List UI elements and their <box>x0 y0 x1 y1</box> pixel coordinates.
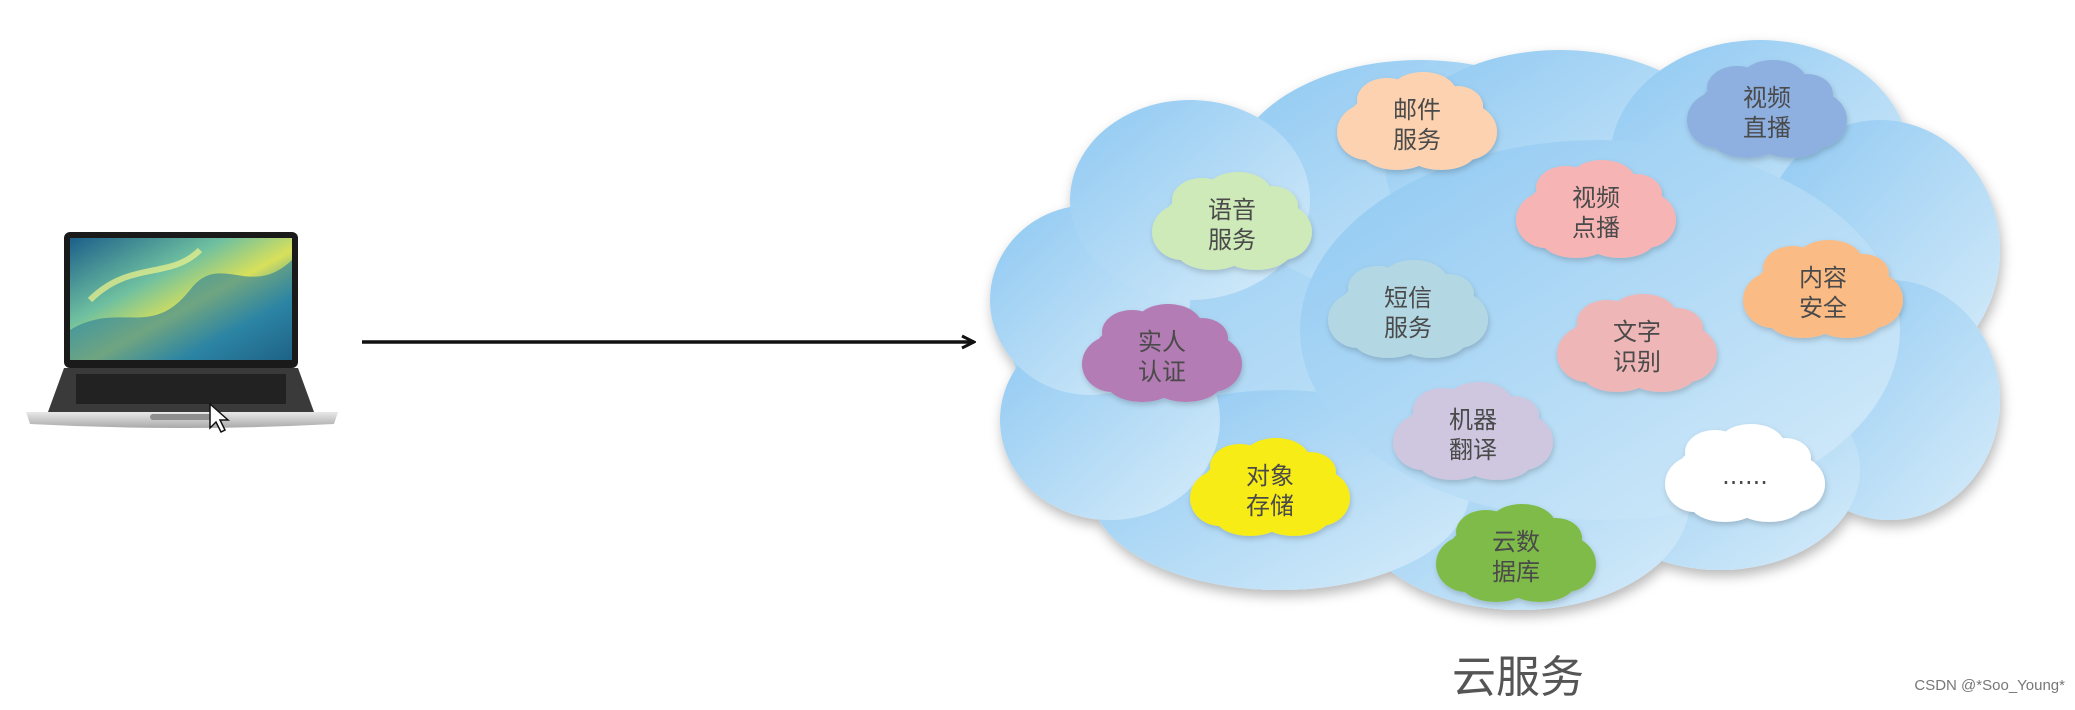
service-label: 服务 <box>1208 226 1256 254</box>
laptop-icon <box>26 232 338 428</box>
service-label: 认证 <box>1138 358 1186 386</box>
service-label: 直播 <box>1743 114 1791 142</box>
service-label: 邮件 <box>1393 96 1441 124</box>
service-label: 内容 <box>1799 264 1847 292</box>
service-label: 视频 <box>1572 184 1620 212</box>
service-label: 文字 <box>1613 318 1661 346</box>
service-label: 语音 <box>1208 196 1256 224</box>
service-label: 点播 <box>1572 214 1620 242</box>
service-label: 识别 <box>1613 348 1661 376</box>
diagram-caption: 云服务 <box>1418 641 1618 705</box>
service-label: 云数 <box>1492 528 1540 556</box>
service-label: 机器 <box>1449 406 1497 434</box>
service-label: 实人 <box>1138 328 1186 356</box>
service-label: 服务 <box>1393 126 1441 154</box>
service-label: 据库 <box>1492 558 1540 586</box>
service-label: 安全 <box>1799 294 1847 322</box>
service-label: ...... <box>1722 462 1768 490</box>
service-label: 翻译 <box>1449 436 1497 464</box>
service-label: 视频 <box>1743 84 1791 112</box>
service-label: 对象 <box>1246 462 1294 490</box>
service-label: 服务 <box>1384 314 1432 342</box>
service-label: 存储 <box>1246 492 1294 520</box>
watermark: CSDN @*Soo_Young* <box>1914 677 2065 694</box>
service-label: 短信 <box>1384 284 1432 312</box>
